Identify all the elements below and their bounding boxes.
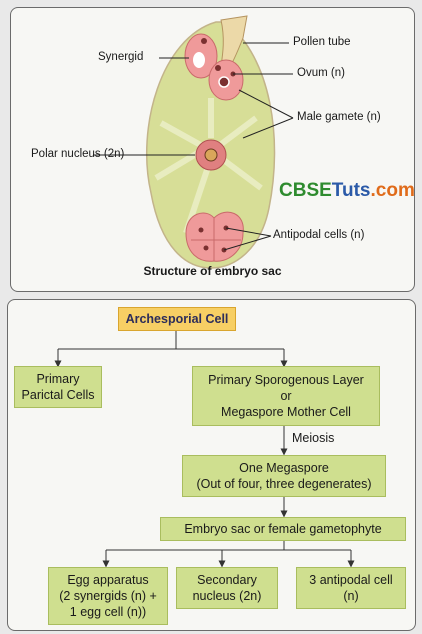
leader-lines [93,42,294,251]
label-polar-nucleus: Polar nucleus (2n) [31,148,125,160]
label-meiosis: Meiosis [292,431,335,445]
node-antipodal-cell: 3 antipodal cell (n) [296,567,406,609]
label-ovum: Ovum (n) [297,67,345,79]
label-male-gamete: Male gamete (n) [297,111,381,123]
flowchart-connectors [54,331,355,568]
node-one-megaspore: One Megaspore (Out of four, three degene… [182,455,386,497]
antipodal-cells [185,211,244,262]
flowchart-panel: Archesporial Cell Primary Parictal Cells… [7,299,416,631]
embryo-sac-illustration [93,15,294,269]
label-synergid: Synergid [98,51,144,63]
label-pollen-tube: Pollen tube [293,36,351,48]
embryo-sac-panel: Synergid Pollen tube Ovum (n) Male gamet… [10,7,415,292]
label-antipodal: Antipodal cells (n) [273,229,365,241]
node-megaspore-mother-cell: Primary Sporogenous Layer or Megaspore M… [192,366,380,426]
diagram-caption: Structure of embryo sac [143,264,282,278]
node-secondary-nucleus: Secondary nucleus (2n) [176,567,278,609]
node-egg-apparatus: Egg apparatus (2 synergids (n) + 1 egg c… [48,567,168,625]
watermark: CBSETuts.com [279,180,415,201]
node-embryo-sac: Embryo sac or female gametophyte [160,517,406,541]
node-archesporial-cell: Archesporial Cell [118,307,236,331]
node-primary-parietal: Primary Parictal Cells [14,366,102,408]
